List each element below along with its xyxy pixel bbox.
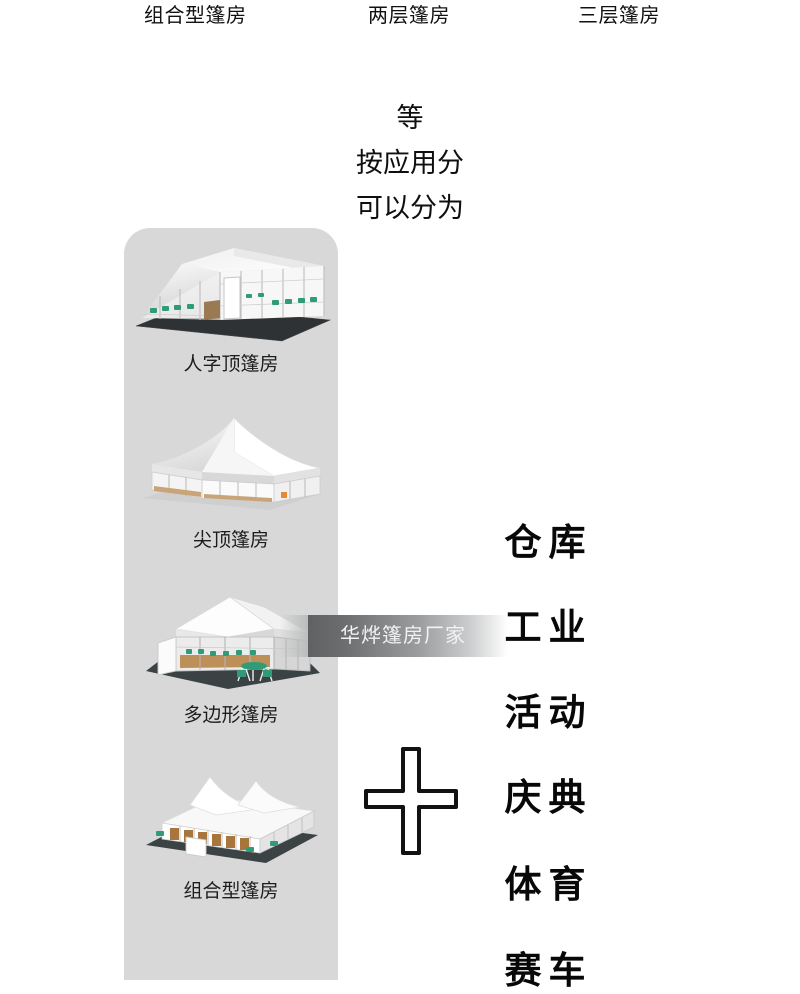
top-category-label-1: 组合型篷房: [144, 5, 247, 27]
center-narration-block: 等 按应用分 可以分为: [330, 96, 490, 231]
tent-type-panel: 人字顶篷房: [124, 228, 338, 980]
tent-card-caption: 尖顶篷房: [192, 530, 269, 551]
application-word-industry: 工业: [504, 607, 593, 648]
top-category-label-row: 组合型篷房 两层篷房 三层篷房: [0, 0, 800, 34]
tent-card-caption: 人字顶篷房: [183, 354, 279, 375]
tent-card[interactable]: 多边形篷房: [124, 579, 338, 755]
watermark-gradient-edge: [280, 615, 310, 657]
tent-card[interactable]: 组合型篷房: [124, 755, 338, 935]
peak-roof-tent-image: [142, 417, 321, 510]
tent-card[interactable]: 人字顶篷房: [124, 228, 338, 404]
tent-card[interactable]: 尖顶篷房: [124, 404, 338, 579]
tent-card-caption: 多边形篷房: [183, 705, 279, 726]
gable-roof-tent-image: [135, 248, 332, 342]
watermark-text: 华烨篷房厂家: [340, 625, 466, 647]
tent-card-caption: 组合型篷房: [183, 881, 279, 902]
application-word-event: 活动: [504, 692, 593, 733]
combination-tent-image: [146, 776, 318, 863]
top-category-label-2: 两层篷房: [368, 5, 450, 27]
top-category-label-3: 三层篷房: [578, 5, 660, 27]
application-word-racing: 赛车: [504, 950, 593, 991]
center-narration-line-3: 可以分为: [356, 193, 464, 223]
watermark-bar: 华烨篷房厂家: [308, 615, 508, 657]
center-narration-line-1: 等: [396, 103, 424, 133]
application-word-warehouse: 仓库: [504, 522, 593, 563]
center-narration-line-2: 按应用分: [356, 148, 464, 178]
plus-icon: [364, 747, 458, 855]
application-word-sports: 体育: [504, 864, 593, 905]
application-word-celebration: 庆典: [504, 777, 593, 818]
